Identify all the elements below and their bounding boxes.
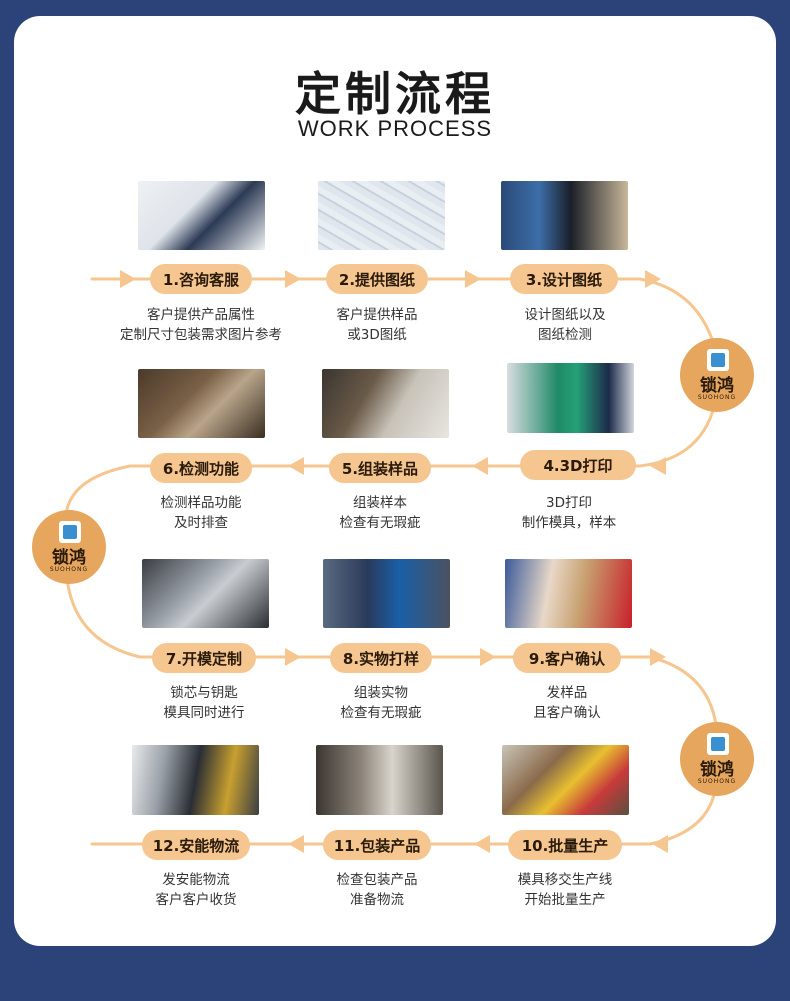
brand-logo-badge: 锁鸿 SUOHONG	[680, 338, 754, 412]
step-7-label: 7.开模定制	[152, 643, 256, 673]
step-10-label: 10.批量生产	[508, 830, 622, 860]
factory-photo	[502, 745, 629, 815]
brand-name: 锁鸿	[700, 760, 734, 780]
step-6-desc: 检测样品功能及时排查	[160, 495, 242, 531]
3d-printer-photo	[507, 363, 634, 433]
step-6-label: 6.检测功能	[150, 453, 252, 483]
step-4-label: 4.3D打印	[520, 450, 636, 480]
brand-name-en: SUOHONG	[697, 778, 737, 785]
brand-name-en: SUOHONG	[697, 394, 737, 401]
assembly-photo	[322, 369, 449, 438]
step-4-desc: 3D打印制作模具，样本	[521, 495, 617, 531]
step-1-desc: 客户提供产品属性定制尺寸包装需求图片参考	[120, 307, 282, 343]
machine-photo	[323, 559, 450, 628]
brand-mark-icon	[707, 733, 729, 755]
page-subtitle: WORK PROCESS	[297, 116, 493, 141]
step-9-label: 9.客户确认	[513, 643, 621, 673]
step-2-desc: 客户提供样品或3D图纸	[336, 307, 418, 343]
step-7-desc: 锁芯与钥匙模具同时进行	[163, 685, 245, 721]
brand-name: 锁鸿	[700, 376, 734, 396]
step-3-desc: 设计图纸以及图纸检测	[524, 307, 606, 343]
customer-service-photo	[138, 181, 265, 250]
step-12-label: 12.安能物流	[142, 830, 250, 860]
brand-logo-badge: 锁鸿 SUOHONG	[32, 510, 106, 584]
drawings-photo	[318, 181, 445, 250]
package-photo	[505, 559, 632, 628]
step-2-label: 2.提供图纸	[326, 264, 428, 294]
truck-photo	[132, 745, 259, 815]
brand-name-en: SUOHONG	[49, 566, 89, 573]
step-1-label: 1.咨询客服	[150, 264, 252, 294]
step-10-desc: 模具移交生产线开始批量生产	[517, 872, 613, 908]
step-5-desc: 组装样本检查有无瑕疵	[339, 495, 421, 531]
step-12-desc: 发安能物流客户客户收货	[155, 872, 237, 908]
step-8-desc: 组装实物检查有无瑕疵	[340, 685, 422, 721]
brand-logo-badge: 锁鸿 SUOHONG	[680, 722, 754, 796]
step-5-label: 5.组装样品	[329, 453, 431, 483]
step-3-label: 3.设计图纸	[510, 264, 618, 294]
lock-parts-photo	[138, 369, 265, 438]
brand-name: 锁鸿	[52, 548, 86, 568]
step-11-desc: 检查包装产品准备物流	[336, 872, 418, 908]
step-8-label: 8.实物打样	[330, 643, 432, 673]
page-title: 定制流程	[295, 67, 495, 121]
brand-mark-icon	[59, 521, 81, 543]
warehouse-photo	[316, 745, 443, 815]
step-11-label: 11.包装产品	[323, 830, 431, 860]
design-desk-photo	[501, 181, 628, 250]
mold-photo	[142, 559, 269, 628]
brand-mark-icon	[707, 349, 729, 371]
step-9-desc: 发样品且客户确认	[533, 685, 601, 721]
